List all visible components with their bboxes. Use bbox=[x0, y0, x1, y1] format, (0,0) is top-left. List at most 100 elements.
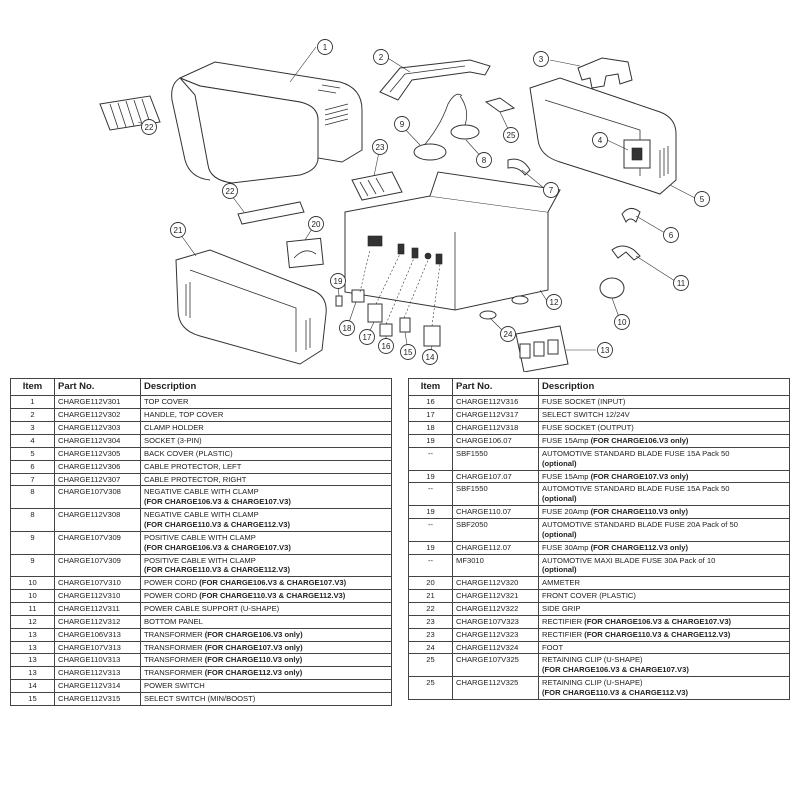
description-text: NEGATIVE CABLE WITH CLAMP bbox=[144, 510, 259, 520]
description-text: SELECT SWITCH (MIN/BOOST) bbox=[144, 693, 256, 703]
retaining-clip-drawing bbox=[484, 97, 516, 113]
item-number: 19 bbox=[408, 433, 453, 448]
callout-bubble: 4 bbox=[592, 132, 608, 148]
description-text: POSITIVE CABLE WITH CLAMP bbox=[144, 532, 256, 542]
callout-bubble: 21 bbox=[170, 222, 186, 238]
callout-number: 8 bbox=[482, 156, 487, 165]
part-number: CHARGE112.07 bbox=[452, 540, 539, 555]
part-number: CHARGE112V320 bbox=[452, 576, 539, 591]
applicability-note: (FOR CHARGE106.V3 only) bbox=[204, 629, 303, 639]
part-description: HANDLE, TOP COVER bbox=[140, 408, 392, 423]
item-number: 19 bbox=[408, 505, 453, 519]
part-description: POSITIVE CABLE WITH CLAMP(FOR CHARGE110.… bbox=[140, 553, 392, 578]
part-description: TRANSFORMER (FOR CHARGE106.V3 only) bbox=[140, 627, 392, 642]
description-text: BACK COVER (PLASTIC) bbox=[144, 448, 233, 458]
part-description: POWER CABLE SUPPORT (U-SHAPE) bbox=[140, 601, 392, 616]
item-number: 13 bbox=[10, 666, 55, 681]
part-number: SBF1550 bbox=[452, 446, 539, 471]
applicability-note: (FOR CHARGE110.V3 & CHARGE112.V3) bbox=[199, 591, 346, 601]
part-number: CHARGE106.07 bbox=[452, 433, 539, 448]
callout-number: 1 bbox=[323, 43, 328, 52]
power-cord-drawing bbox=[599, 277, 625, 299]
callout-number: 25 bbox=[507, 131, 516, 140]
item-number: 13 bbox=[10, 640, 55, 655]
applicability-note: (optional) bbox=[542, 529, 577, 539]
applicability-note: (FOR CHARGE106.V3 & CHARGE107.V3) bbox=[144, 497, 291, 507]
part-number: CHARGE106V313 bbox=[54, 627, 141, 642]
description-text: FUSE 15Amp bbox=[542, 435, 589, 445]
description-text: FRONT COVER (PLASTIC) bbox=[542, 591, 636, 601]
item-header: Item bbox=[408, 377, 453, 397]
part-number: CHARGE107.07 bbox=[452, 469, 539, 484]
part-number: CHARGE112V305 bbox=[54, 446, 141, 461]
applicability-note: (FOR CHARGE110.V3 only) bbox=[590, 507, 689, 517]
part-description: AMMETER bbox=[538, 576, 790, 591]
callout-number: 13 bbox=[601, 346, 610, 355]
applicability-note: (FOR CHARGE112.V3 only) bbox=[204, 668, 303, 678]
callout-bubble: 11 bbox=[673, 275, 689, 291]
callout-bubble: 8 bbox=[476, 152, 492, 168]
description-text: AUTOMOTIVE STANDARD BLADE FUSE 15A Pack … bbox=[542, 484, 730, 494]
part-number: CHARGE107V308 bbox=[54, 485, 141, 510]
description-text: TRANSFORMER bbox=[144, 642, 203, 652]
part-number: CHARGE112V313 bbox=[54, 666, 141, 681]
callout-bubble: 7 bbox=[543, 182, 559, 198]
callout-bubble: 3 bbox=[533, 51, 549, 67]
cable-protector-right-drawing bbox=[507, 158, 531, 176]
battery-cables-drawing bbox=[413, 93, 480, 161]
description-text: FUSE 15Amp bbox=[542, 471, 589, 481]
description-text: POSITIVE CABLE WITH CLAMP bbox=[144, 555, 256, 565]
callout-bubble: 19 bbox=[330, 273, 346, 289]
part-description: TRANSFORMER (FOR CHARGE110.V3 only) bbox=[140, 653, 392, 668]
callout-number: 12 bbox=[550, 298, 559, 307]
item-number: 9 bbox=[10, 553, 55, 578]
description-text: SOCKET (3-PIN) bbox=[144, 435, 202, 445]
applicability-note: (optional) bbox=[542, 458, 577, 468]
applicability-note: (FOR CHARGE110.V3 only) bbox=[204, 655, 303, 665]
part-description: SIDE GRIP bbox=[538, 601, 790, 616]
ammeter-drawing bbox=[286, 237, 324, 269]
item-number: 12 bbox=[10, 614, 55, 629]
front-cover-drawing bbox=[175, 249, 327, 365]
part-number: CHARGE112V306 bbox=[54, 459, 141, 474]
applicability-note: (FOR CHARGE107.V3 only) bbox=[590, 471, 689, 481]
description-text: AUTOMOTIVE MAXI BLADE FUSE 30A Pack of 1… bbox=[542, 555, 716, 565]
part-description: SELECT SWITCH (MIN/BOOST) bbox=[140, 691, 392, 706]
item-number: 23 bbox=[408, 627, 453, 642]
switches-fuses-drawing bbox=[335, 249, 441, 347]
callout-number: 10 bbox=[618, 318, 627, 327]
description-text: POWER CABLE SUPPORT (U-SHAPE) bbox=[144, 603, 280, 613]
part-description: NEGATIVE CABLE WITH CLAMP(FOR CHARGE110.… bbox=[140, 508, 392, 532]
callout-bubble: 17 bbox=[359, 329, 375, 345]
part-number: CHARGE107V310 bbox=[54, 576, 141, 591]
description-header: Description bbox=[538, 377, 790, 397]
applicability-note: (FOR CHARGE106.V3 & CHARGE107.V3) bbox=[584, 616, 732, 626]
part-description: POWER CORD (FOR CHARGE110.V3 & CHARGE112… bbox=[140, 589, 392, 603]
item-number: -- bbox=[408, 517, 453, 542]
applicability-note: (FOR CHARGE106.V3 & CHARGE107.V3) bbox=[144, 542, 291, 552]
part-description: FUSE SOCKET (OUTPUT) bbox=[538, 421, 790, 435]
part-number: CHARGE112V318 bbox=[452, 421, 539, 435]
item-number: 23 bbox=[408, 614, 453, 629]
item-number: 10 bbox=[10, 589, 55, 603]
callout-number: 4 bbox=[598, 136, 603, 145]
item-number: 9 bbox=[10, 530, 55, 555]
part-number: CHARGE107V309 bbox=[54, 530, 141, 555]
item-number: 16 bbox=[408, 395, 453, 410]
callout-number: 22 bbox=[145, 123, 154, 132]
part-number: CHARGE112V323 bbox=[452, 627, 539, 642]
description-text: AMMETER bbox=[542, 578, 580, 588]
item-number: 20 bbox=[408, 576, 453, 591]
part-description: RETAINING CLIP (U-SHAPE)(FOR CHARGE106.V… bbox=[538, 653, 790, 678]
part-number: CHARGE112V304 bbox=[54, 433, 141, 448]
